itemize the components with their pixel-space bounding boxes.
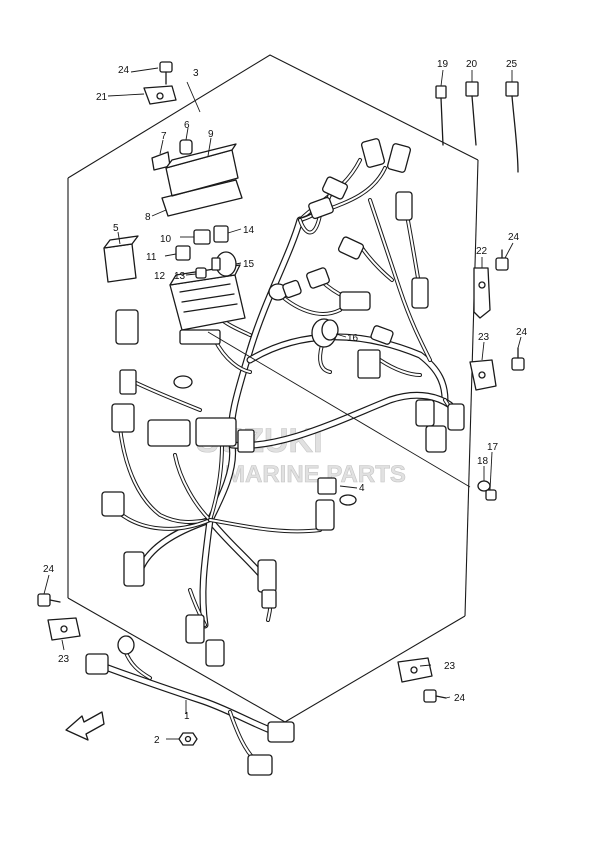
connector-left-b bbox=[111, 403, 135, 433]
part-24-bolt-22 bbox=[495, 249, 509, 271]
callout-24-top: 24 bbox=[118, 65, 130, 76]
connector-bottom-c bbox=[261, 589, 277, 609]
callout-12: 12 bbox=[154, 271, 166, 282]
part-6-grommet bbox=[179, 139, 193, 155]
callout-24-bracket-22: 24 bbox=[508, 232, 520, 243]
connector-right-b bbox=[415, 399, 435, 427]
connector-block-right bbox=[357, 349, 381, 379]
callout-25: 25 bbox=[506, 59, 518, 70]
connector-small-c bbox=[237, 429, 255, 453]
relay-socket-left bbox=[115, 309, 139, 345]
connector-left-c bbox=[101, 491, 125, 517]
callout-16: 16 bbox=[347, 333, 359, 344]
part-14-relay bbox=[213, 225, 229, 243]
connector-mid-b bbox=[306, 267, 330, 289]
callout-10: 10 bbox=[160, 234, 172, 245]
ring-terminal-left bbox=[173, 375, 193, 389]
callout-23-bottom-right: 23 bbox=[444, 661, 456, 672]
callout-6: 6 bbox=[184, 120, 190, 131]
part-10-fuse bbox=[193, 229, 211, 245]
branch-wires bbox=[116, 158, 457, 627]
connector-left-a bbox=[119, 369, 137, 395]
part-22-bracket bbox=[473, 267, 491, 319]
part-21-clamp bbox=[143, 85, 177, 105]
connector-bottom-d bbox=[185, 614, 205, 644]
callout-2: 2 bbox=[154, 735, 160, 746]
part-16-coil bbox=[311, 318, 339, 348]
connector-mid-c bbox=[339, 291, 371, 311]
part-19-cable-tie bbox=[435, 85, 447, 146]
part-23-bracket-left bbox=[47, 617, 81, 641]
connector-right-a bbox=[411, 277, 429, 309]
callout-labels: 1 2 3 4 5 6 7 8 9 10 11 12 13 14 15 16 1… bbox=[43, 59, 528, 746]
connector-large-b bbox=[195, 417, 237, 447]
callout-24-bracket-23: 24 bbox=[516, 327, 528, 338]
callout-1: 1 bbox=[184, 711, 190, 722]
part-9-fuse-cover bbox=[165, 143, 239, 197]
callout-23-left: 23 bbox=[58, 654, 70, 665]
connector-right-d bbox=[447, 403, 465, 431]
callout-13: 13 bbox=[174, 271, 186, 282]
parts-10-14-fuses bbox=[175, 225, 229, 279]
callout-20: 20 bbox=[466, 59, 478, 70]
callout-4: 4 bbox=[359, 483, 365, 494]
callout-17: 17 bbox=[487, 442, 499, 453]
connector-mid-d bbox=[370, 325, 394, 345]
connector-large-a bbox=[147, 419, 191, 447]
connector-bottom-e bbox=[205, 639, 225, 667]
connector-bottom-a bbox=[123, 551, 145, 587]
watermark-subtitle: MARINE PARTS bbox=[225, 461, 406, 488]
harness-connectors bbox=[101, 138, 465, 667]
callout-19: 19 bbox=[437, 59, 449, 70]
connector-top-d bbox=[395, 191, 413, 221]
leader-lines bbox=[43, 67, 522, 740]
harness-sensor bbox=[268, 279, 302, 301]
callout-24-left: 24 bbox=[43, 564, 55, 575]
part-11-fuse bbox=[175, 245, 191, 261]
part-25-cable-tie bbox=[505, 81, 519, 173]
part-24-bolt-left bbox=[37, 593, 61, 607]
connector-top-b bbox=[386, 143, 412, 173]
callout-23-right: 23 bbox=[478, 332, 490, 343]
part-17-nut bbox=[485, 489, 497, 501]
part-1-sub-harness bbox=[85, 635, 295, 776]
callout-21: 21 bbox=[96, 92, 108, 103]
callout-22: 22 bbox=[476, 246, 488, 257]
callout-9: 9 bbox=[208, 129, 214, 140]
connector-bottom-b bbox=[257, 559, 277, 593]
callout-18: 18 bbox=[477, 456, 489, 467]
part-5-relay bbox=[103, 235, 139, 283]
connector-bottom-f bbox=[315, 499, 335, 531]
connector-top-a bbox=[360, 138, 386, 168]
callout-24-bottom-right: 24 bbox=[454, 693, 466, 704]
callout-5: 5 bbox=[113, 223, 119, 234]
forward-arrow-icon bbox=[65, 711, 105, 741]
callout-11: 11 bbox=[146, 252, 157, 263]
ring-terminal-4 bbox=[339, 494, 357, 506]
part-23-bracket-bottom-right bbox=[397, 657, 433, 683]
part-24-bolt-23-right bbox=[511, 347, 525, 371]
connector-top-e bbox=[308, 196, 334, 220]
part-23-bracket-right bbox=[469, 359, 497, 391]
ground-terminal-4 bbox=[317, 477, 337, 495]
callout-3: 3 bbox=[193, 68, 199, 79]
part-24-bolt-top bbox=[159, 61, 173, 85]
part-20-cable-tie bbox=[465, 81, 479, 146]
part-24-bolt-bottom-right bbox=[423, 689, 447, 703]
part-2-nut bbox=[178, 732, 198, 746]
part-15-bulb bbox=[211, 251, 237, 277]
connector-top-c bbox=[321, 176, 349, 200]
connector-right-c bbox=[425, 425, 447, 453]
connector-mid-a bbox=[337, 236, 365, 260]
callout-15: 15 bbox=[243, 259, 255, 270]
callout-8: 8 bbox=[145, 212, 151, 223]
part-13-fuse bbox=[195, 267, 207, 279]
callout-14: 14 bbox=[243, 225, 255, 236]
callout-7: 7 bbox=[161, 131, 167, 142]
